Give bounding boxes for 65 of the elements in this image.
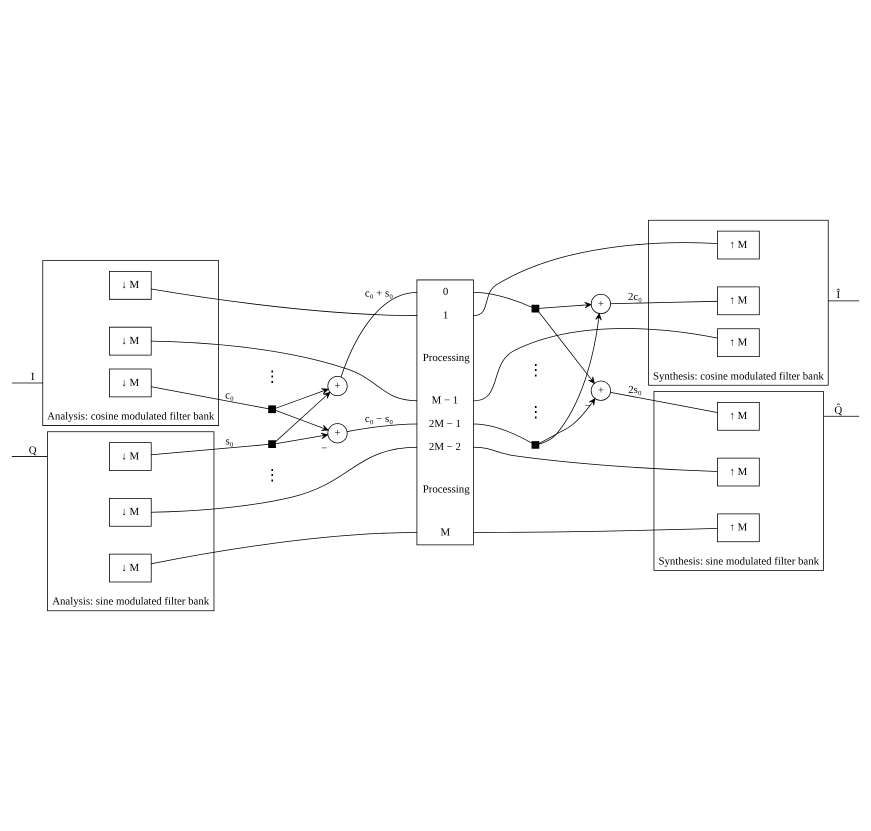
connector	[473, 292, 532, 308]
node-box	[532, 441, 540, 449]
arrow	[275, 392, 330, 442]
connector	[610, 392, 718, 413]
label: ⋮	[264, 368, 280, 386]
edge-label: Q	[28, 444, 37, 457]
node-box: ↓ M	[109, 442, 152, 471]
edge-label: c₀ − s₀	[364, 412, 393, 425]
node-circle: +	[327, 376, 348, 396]
connector	[151, 444, 269, 456]
node-box: ↓ M	[109, 326, 152, 356]
connector	[473, 528, 718, 533]
arrow	[538, 313, 602, 445]
node-box: ↑ M	[717, 286, 760, 316]
connector	[340, 292, 418, 378]
connector	[610, 300, 718, 304]
edge-label: c₀	[225, 390, 234, 402]
connector	[473, 328, 718, 402]
arrow	[275, 432, 328, 444]
node-box	[532, 304, 540, 312]
connector	[11, 382, 44, 384]
label: ⋮	[264, 466, 280, 484]
node-box: ↓ M	[109, 498, 152, 527]
edge-label: I	[30, 371, 34, 384]
node-box: ↓ M	[109, 271, 152, 300]
node-box: ↑ M	[717, 328, 760, 358]
arrow	[538, 312, 595, 384]
node-box: ↑ M	[717, 458, 760, 486]
edge-label: Î	[836, 288, 840, 301]
label: ⋮	[528, 404, 543, 422]
node-circle: +	[590, 380, 611, 401]
node-box: ↑ M	[717, 402, 760, 431]
connector	[151, 532, 418, 564]
connector	[11, 456, 48, 457]
edge-label: 2c₀	[628, 291, 642, 304]
node-box: ↑ M	[717, 230, 760, 260]
edge-label: Q̂	[834, 404, 842, 416]
connector	[473, 446, 718, 472]
connector	[823, 416, 860, 417]
connector	[473, 424, 532, 444]
label: ⋮	[528, 362, 543, 380]
node-circle: +	[327, 423, 348, 444]
edge-label: s₀	[225, 435, 234, 448]
node-box: ↑ M	[717, 513, 760, 542]
arrow	[538, 398, 596, 444]
node-box: ↓ M	[109, 554, 152, 582]
node-box: 0 1 Processing M − 1 2M − 1 2M − 2 Processing M	[416, 280, 474, 546]
connector	[473, 242, 718, 316]
connector	[150, 340, 418, 402]
connector	[151, 288, 418, 316]
node-box	[268, 405, 276, 414]
arrow	[275, 388, 329, 409]
node-box: ↓ M	[109, 368, 152, 398]
node-label: −	[584, 400, 591, 412]
node-label: −	[321, 442, 328, 455]
node-box	[268, 440, 276, 448]
arrow	[275, 410, 329, 431]
connector	[828, 300, 860, 302]
connector	[150, 446, 418, 513]
edge-label: 2s₀	[628, 384, 642, 396]
connector	[346, 424, 418, 432]
edge-label: c₀ + s₀	[364, 287, 393, 300]
connector	[151, 386, 269, 410]
arrow	[538, 302, 592, 309]
node-circle: +	[590, 294, 611, 314]
